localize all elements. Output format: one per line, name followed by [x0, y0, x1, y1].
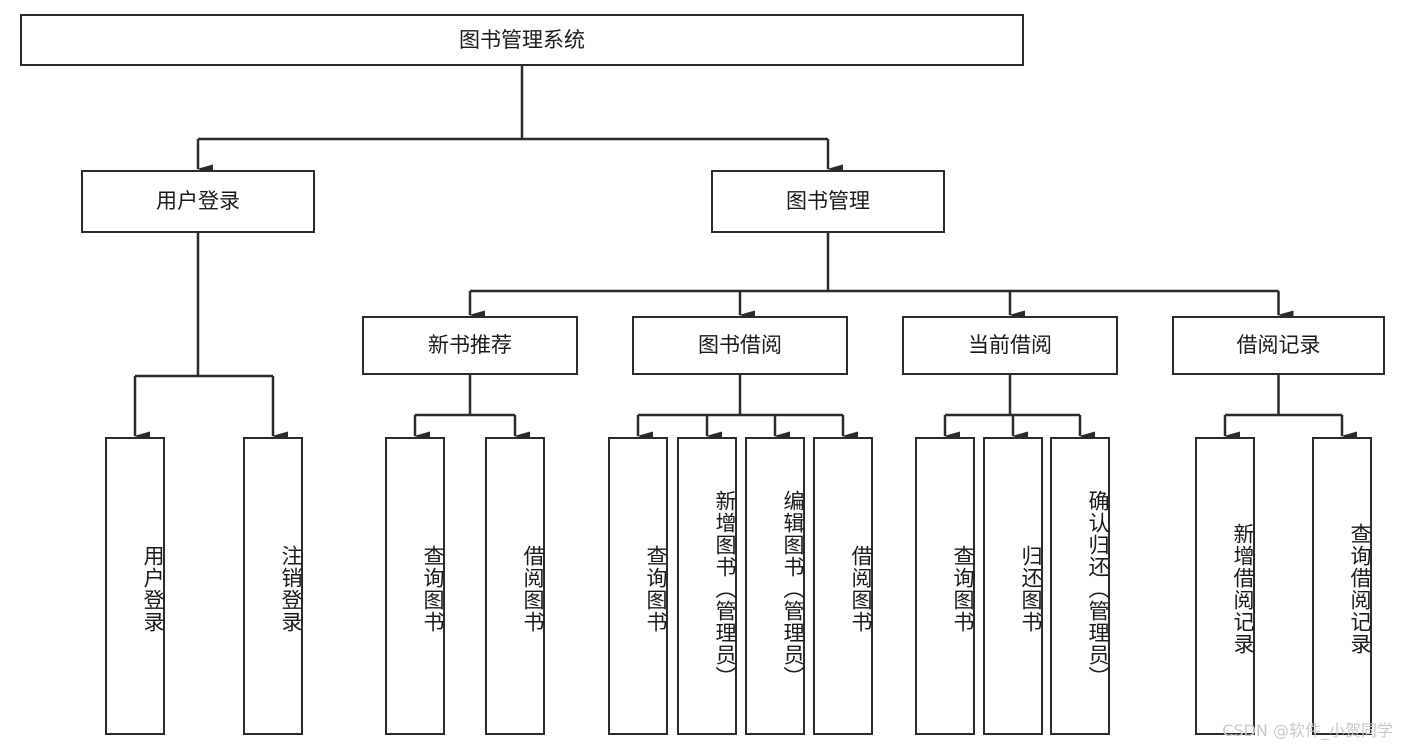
leaf-borrow-query-book-label: 查询图书: [644, 545, 668, 633]
leaf-user-login-label: 用户登录: [141, 545, 165, 633]
leaf-borrow-edit-book[interactable]: 编辑图书（管理员）: [745, 437, 805, 735]
leaf-record-add[interactable]: 新增借阅记录: [1195, 437, 1255, 735]
node-borrow-record-label: 借阅记录: [1236, 333, 1321, 358]
leaf-current-confirm-return[interactable]: 确认归还（管理员）: [1050, 437, 1110, 735]
leaf-borrow-add-book[interactable]: 新增图书（管理员）: [677, 437, 737, 735]
leaf-current-confirm-return-label: 确认归还（管理员）: [1086, 490, 1110, 688]
node-root[interactable]: 图书管理系统: [20, 14, 1024, 66]
node-root-label: 图书管理系统: [459, 27, 585, 52]
leaf-logout[interactable]: 注销登录: [243, 437, 303, 735]
leaf-current-return-book[interactable]: 归还图书: [983, 437, 1043, 735]
leaf-current-query-book[interactable]: 查询图书: [915, 437, 975, 735]
node-current-borrow-label: 当前借阅: [968, 333, 1052, 358]
node-borrow-record[interactable]: 借阅记录: [1172, 316, 1385, 375]
leaf-newbook-borrow-book[interactable]: 借阅图书: [485, 437, 545, 735]
leaf-user-login[interactable]: 用户登录: [105, 437, 165, 735]
leaf-record-query-label: 查询借阅记录: [1348, 523, 1372, 655]
leaf-current-query-book-label: 查询图书: [951, 545, 975, 633]
leaf-record-add-label: 新增借阅记录: [1231, 523, 1255, 655]
node-new-book-recommend-label: 新书推荐: [428, 333, 512, 358]
leaf-logout-label: 注销登录: [279, 545, 303, 633]
leaf-newbook-borrow-book-label: 借阅图书: [521, 545, 545, 633]
leaf-newbook-query-book-label: 查询图书: [421, 545, 445, 633]
leaf-borrow-query-book[interactable]: 查询图书: [608, 437, 668, 735]
leaf-newbook-query-book[interactable]: 查询图书: [385, 437, 445, 735]
leaf-record-query[interactable]: 查询借阅记录: [1312, 437, 1372, 735]
leaf-borrow-borrow-book-label: 借阅图书: [849, 545, 873, 633]
node-book-borrow[interactable]: 图书借阅: [632, 316, 848, 375]
leaf-borrow-borrow-book[interactable]: 借阅图书: [813, 437, 873, 735]
node-user-login[interactable]: 用户登录: [81, 170, 315, 233]
node-book-management[interactable]: 图书管理: [711, 170, 945, 233]
node-user-login-label: 用户登录: [156, 189, 240, 214]
node-current-borrow[interactable]: 当前借阅: [902, 316, 1118, 375]
leaf-borrow-edit-book-label: 编辑图书（管理员）: [781, 490, 805, 688]
node-new-book-recommend[interactable]: 新书推荐: [362, 316, 578, 375]
leaf-current-return-book-label: 归还图书: [1019, 545, 1043, 633]
leaf-borrow-add-book-label: 新增图书（管理员）: [713, 490, 737, 688]
watermark: CSDN @软件_小贺同学: [1222, 721, 1393, 740]
node-book-borrow-label: 图书借阅: [698, 333, 782, 358]
node-book-management-label: 图书管理: [786, 189, 870, 214]
